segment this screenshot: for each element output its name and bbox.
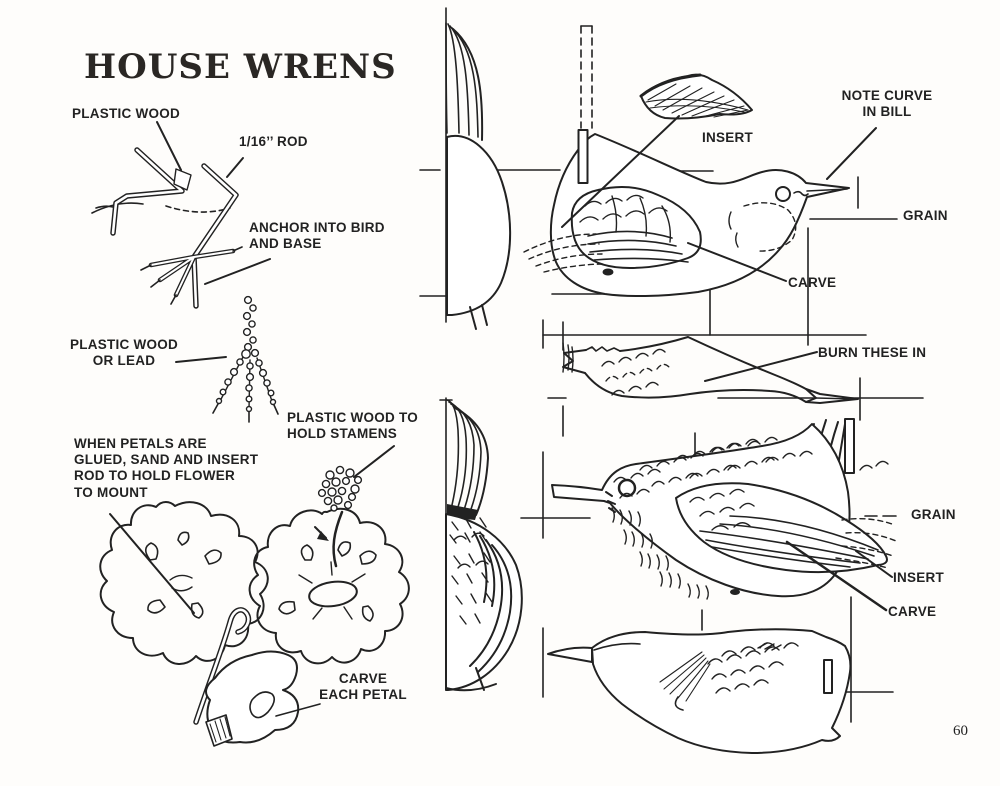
top-view-bird-drawing (562, 336, 859, 404)
leader-lines (109, 115, 893, 717)
label-grain-top: GRAIN (903, 208, 948, 223)
rear-side-bird-drawing (445, 399, 523, 692)
label-insert-bottom: INSERT (893, 570, 945, 585)
label-plastic-wood: PLASTIC WOOD (72, 106, 180, 121)
label-anchor-note: ANCHOR INTO BIRD AND BASE (249, 220, 385, 252)
label-insert-top: INSERT (702, 130, 754, 145)
side-view-bird-drawing (523, 129, 850, 298)
page-title: HOUSE WRENS (84, 47, 397, 87)
petal-study-drawing (193, 607, 300, 747)
rear-view-bird-drawing (445, 22, 512, 330)
lead-foot-drawing (212, 295, 279, 423)
label-burn-these-in: BURN THESE IN (818, 345, 927, 360)
label-carve-top: CARVE (788, 275, 837, 290)
bottom-view-bird-drawing (547, 628, 852, 754)
page-number: 60 (953, 723, 968, 739)
label-rod-size: 1/16’’ ROD (239, 134, 308, 149)
textured-bird-drawing (551, 418, 897, 600)
label-carve-each-petal: CARVE EACH PETAL (319, 671, 407, 703)
flower-left-drawing (99, 501, 269, 665)
label-mounting-note: WHEN PETALS ARE GLUED, SAND AND INSERT R… (74, 436, 259, 500)
label-stamens-note: PLASTIC WOOD TO HOLD STAMENS (287, 410, 418, 442)
label-lead-foot: PLASTIC WOOD OR LEAD (70, 337, 178, 369)
label-carve-bottom: CARVE (888, 604, 937, 619)
stamen-cluster (317, 465, 363, 512)
label-grain-bottom: GRAIN (911, 507, 956, 522)
flower-right-drawing (248, 465, 410, 665)
label-note-curve-in-bill: NOTE CURVE IN BILL (841, 88, 933, 120)
insert-wing-piece-drawing (639, 73, 753, 120)
wire-leg-drawing (91, 147, 243, 309)
